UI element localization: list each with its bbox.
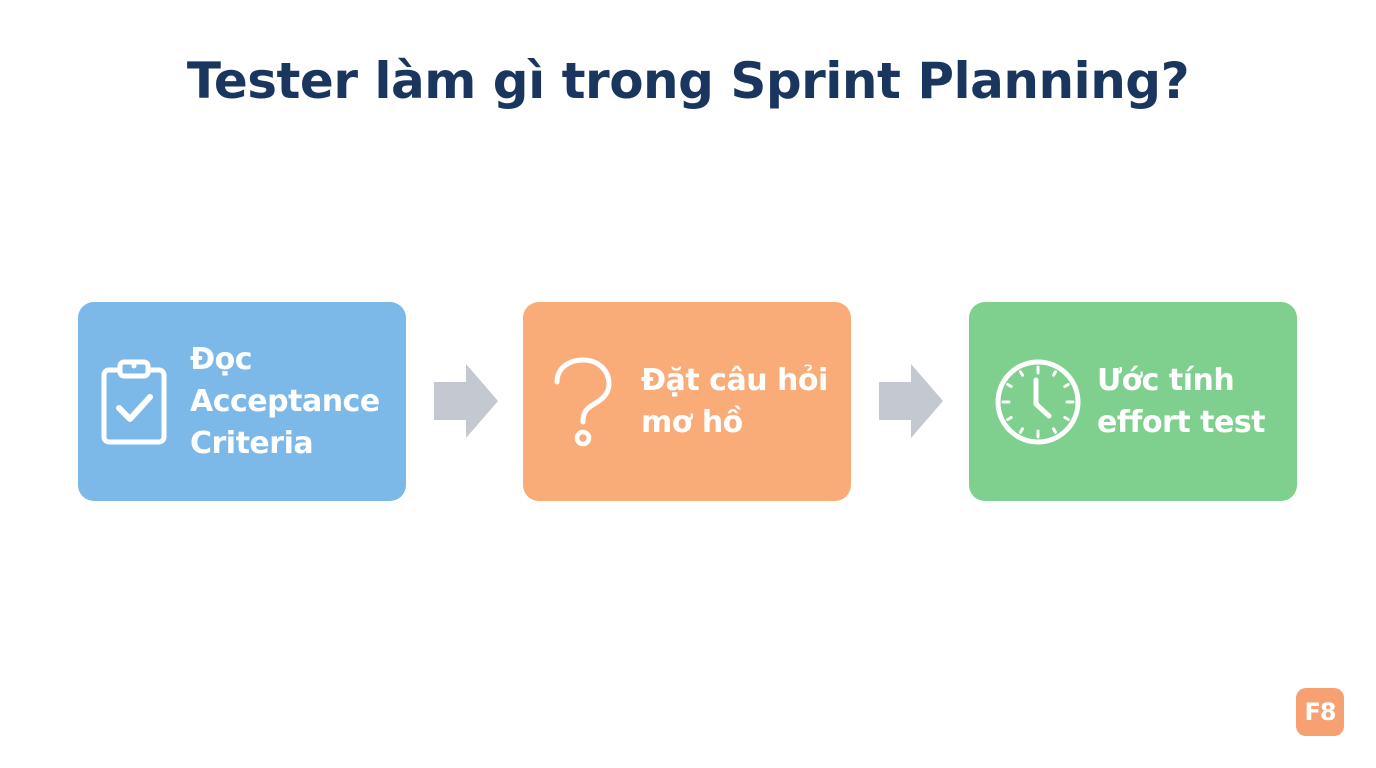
question-mark-icon (547, 356, 619, 448)
step-label-line: Ước tính (1097, 362, 1235, 398)
page-title: Tester làm gì trong Sprint Planning? (186, 52, 1190, 110)
step-label: Đọc Acceptance Criteria (190, 339, 380, 465)
step-label-line: Đọc (190, 341, 253, 377)
arrow-right-icon (879, 364, 943, 438)
clock-icon (993, 358, 1083, 446)
step-label: Ước tính effort test (1097, 360, 1266, 444)
step-card-read-acceptance-criteria: Đọc Acceptance Criteria (78, 302, 406, 501)
step-card-estimate-test-effort: Ước tính effort test (969, 302, 1297, 501)
step-label-line: mơ hồ (641, 404, 743, 440)
step-label-line: Acceptance (190, 383, 380, 419)
arrow-right-icon (434, 364, 498, 438)
step-label-line: Criteria (190, 425, 314, 461)
step-label-line: Đặt câu hỏi (641, 362, 828, 398)
step-label: Đặt câu hỏi mơ hồ (641, 360, 828, 444)
clipboard-check-icon (98, 358, 170, 446)
step-label-line: effort test (1097, 404, 1266, 440)
step-card-ask-ambiguous-questions: Đặt câu hỏi mơ hồ (523, 302, 851, 501)
f8-logo: F8 (1296, 688, 1344, 736)
